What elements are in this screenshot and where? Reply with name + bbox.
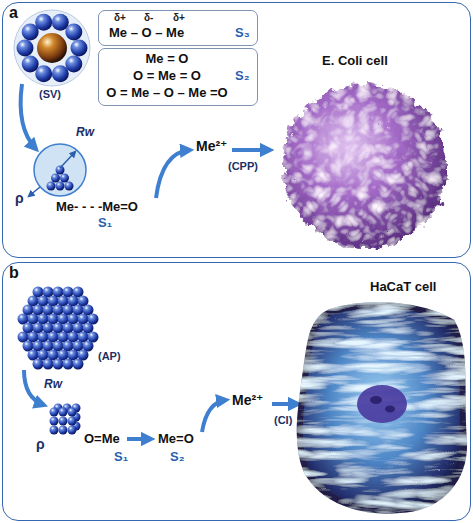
hacat-cell xyxy=(300,305,464,511)
density-arrow xyxy=(29,187,40,196)
partial-charge: δ+ xyxy=(114,12,126,24)
release-volume xyxy=(29,144,86,196)
sphere xyxy=(59,408,68,417)
nucleolus xyxy=(370,396,382,404)
sphere xyxy=(65,182,74,191)
cell-body xyxy=(283,84,447,248)
sv-particle xyxy=(14,10,90,86)
radius-label: Rw xyxy=(44,378,62,392)
chemical-formula: O=Me xyxy=(84,432,120,447)
volume-circle xyxy=(34,144,86,196)
flow-arrow xyxy=(156,150,190,198)
radius-arrow xyxy=(60,152,75,168)
sphere xyxy=(63,359,74,370)
sphere xyxy=(50,417,59,426)
flow-arrow xyxy=(232,148,270,152)
partial-charge: δ- xyxy=(144,12,153,24)
chemical-formula: O = Me = O xyxy=(133,69,201,84)
oxide-box: Me = O O = Me = O O = Me – O – Me =O S₂ xyxy=(98,48,258,106)
ecoli-cell xyxy=(283,84,447,248)
fragment-cluster xyxy=(50,404,81,435)
cell-name: HaCaT cell xyxy=(370,280,436,295)
sphere xyxy=(17,40,34,57)
radius-label: Rw xyxy=(76,126,94,140)
sphere xyxy=(47,182,56,191)
panel-letter: b xyxy=(9,264,19,282)
sphere xyxy=(59,417,68,426)
flow-arrow xyxy=(127,437,151,441)
sphere xyxy=(22,55,39,72)
particle-tag: (AP) xyxy=(98,350,121,363)
flow-arrow xyxy=(202,400,226,432)
cell-name: E. Coli cell xyxy=(322,54,388,69)
density-label: ρ xyxy=(36,436,45,452)
panel-frame: a δ+ δ-δ+ Me – O – Me S₃ Me = O O = Me = O O = … xyxy=(2,2,471,258)
sphere xyxy=(56,182,65,191)
state-label: S₂ xyxy=(235,69,249,84)
chemical-formula: O = Me – O – Me =O xyxy=(106,86,227,101)
ap-particle xyxy=(18,287,99,370)
ion-label: Me²⁺ xyxy=(196,138,228,154)
state-label: S₂ xyxy=(170,450,184,465)
chemical-formula: Me- - - -Me=O xyxy=(56,200,138,215)
sphere xyxy=(73,359,84,370)
density-label: ρ xyxy=(15,190,24,206)
mechanism-tag: (CPP) xyxy=(228,160,258,173)
sphere xyxy=(59,426,68,435)
sphere xyxy=(51,174,60,183)
sphere xyxy=(43,359,54,370)
sphere xyxy=(50,408,59,417)
sphere xyxy=(56,166,65,175)
cell-nucleus xyxy=(357,385,407,423)
mechanism-tag: (CI) xyxy=(274,414,292,427)
sphere xyxy=(65,24,82,41)
sphere xyxy=(50,426,59,435)
sphere xyxy=(33,359,44,370)
state-label: S₃ xyxy=(235,26,250,41)
chemical-formula: Me = O xyxy=(146,52,189,67)
panel-frame: b xyxy=(2,262,471,521)
sphere xyxy=(68,408,77,417)
sphere xyxy=(60,174,69,183)
particle-tag: (SV) xyxy=(39,88,61,101)
flow-arrow xyxy=(24,370,44,405)
cell-body xyxy=(300,305,464,511)
flow-arrow xyxy=(21,84,36,149)
bond-box: δ+ δ-δ+ Me – O – Me S₃ xyxy=(98,10,258,46)
sphere xyxy=(68,426,77,435)
chemical-formula: Me – O – Me xyxy=(109,26,184,41)
sphere xyxy=(68,417,77,426)
nucleolus xyxy=(385,406,395,413)
particle-halo xyxy=(14,10,90,86)
flow-arrow xyxy=(272,402,298,406)
partial-charge: δ+ xyxy=(173,12,185,24)
sphere xyxy=(35,14,52,31)
sphere xyxy=(52,65,69,82)
sphere xyxy=(71,40,88,57)
chemical-formula: Me=O xyxy=(158,432,194,447)
sphere xyxy=(53,359,64,370)
core-sphere xyxy=(37,33,67,63)
state-label: S₁ xyxy=(98,216,112,231)
ion-label: Me²⁺ xyxy=(232,392,264,408)
state-label: S₁ xyxy=(114,450,128,465)
panel-letter: a xyxy=(9,4,18,22)
